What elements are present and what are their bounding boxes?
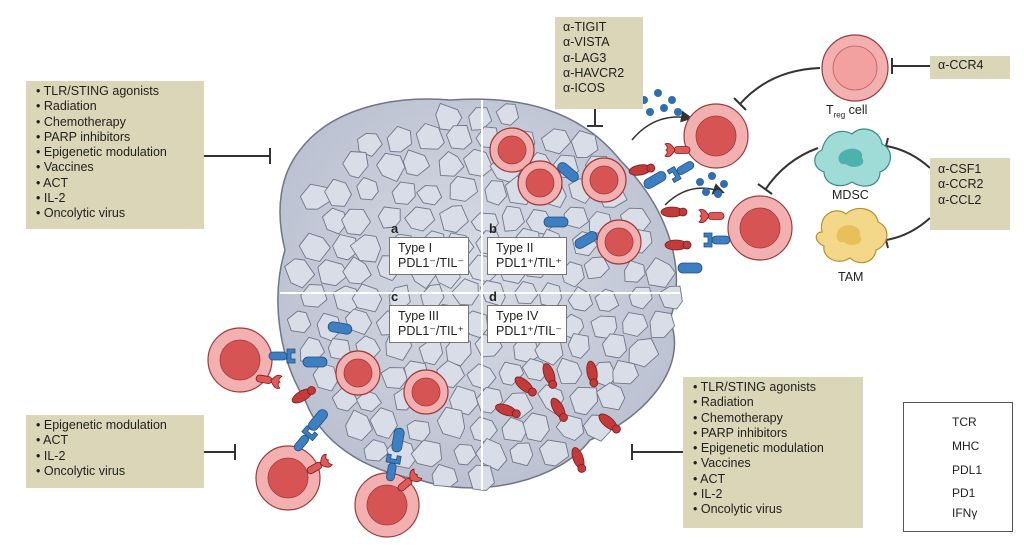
ccr4-box: α-CCR4	[930, 56, 1010, 79]
quadrant-c-type: Type III	[398, 309, 439, 323]
quadrant-b-marker: PDL1⁺/TIL⁺	[496, 256, 562, 270]
therapy-bottom-right-item: Chemotherapy	[693, 411, 863, 426]
therapy-bottom-right-item: Epigenetic modulation	[693, 441, 863, 456]
legend-pd1: PD1	[952, 486, 976, 500]
therapy-top-left-item: Chemotherapy	[36, 115, 204, 130]
ccr4-label: α-CCR4	[938, 58, 984, 72]
quadrant-d-marker: PDL1⁺/TIL⁻	[496, 324, 562, 338]
therapy-bottom-left-item: ACT	[36, 433, 204, 448]
legend-tcr: TCR	[952, 415, 977, 429]
checkpoint-item: α-VISTA	[563, 35, 610, 50]
checkpoint-item: α-ICOS	[563, 81, 605, 96]
quadrant-b-type: Type II	[496, 241, 534, 255]
therapy-box-bottom-left: Epigenetic modulationACTIL-2Oncolytic vi…	[26, 415, 204, 488]
quadrant-c-letter: c	[391, 289, 399, 304]
therapy-bottom-right-item: Vaccines	[693, 456, 863, 471]
myeloid-target-item: α-CSF1	[938, 162, 982, 176]
therapy-bottom-right-item: Oncolytic virus	[693, 502, 863, 517]
therapy-top-left-item: Vaccines	[36, 160, 204, 175]
checkpoint-item: α-HAVCR2	[563, 65, 625, 80]
myeloid-target-item: α-CCR2	[938, 177, 984, 192]
therapy-bottom-right-item: IL-2	[693, 487, 863, 502]
legend-mhc: MHC	[952, 439, 980, 453]
myeloid-target-item: α-CCL2	[938, 192, 982, 207]
therapy-bottom-right-item: Radiation	[693, 395, 863, 410]
therapy-bottom-left-item: Oncolytic virus	[36, 464, 204, 479]
legend-ifng: IFNγ	[952, 506, 978, 520]
therapy-bottom-right-item: PARP inhibitors	[693, 426, 863, 441]
ifng-arrow-1	[631, 110, 693, 141]
quadrant-a-marker: PDL1⁻/TIL⁻	[398, 256, 464, 270]
therapy-top-left-item: Oncolytic virus	[36, 206, 204, 221]
treg-cell	[821, 34, 889, 102]
therapy-top-left-item: Radiation	[36, 99, 204, 114]
mdsc-label: MDSC	[832, 188, 869, 202]
quadrant-a-letter: a	[391, 221, 399, 236]
therapy-top-left-item: Epigenetic modulation	[36, 145, 204, 160]
legend-pdl1: PDL1	[952, 463, 983, 477]
therapy-top-left-item: IL-2	[36, 191, 204, 206]
quadrant-a-type: Type I	[398, 241, 433, 255]
therapy-bottom-right-item: ACT	[693, 472, 863, 487]
therapy-top-left-item: PARP inhibitors	[36, 130, 204, 145]
treg-label: Treg cell	[826, 103, 868, 120]
therapy-top-left-item: TLR/STING agonists	[36, 84, 204, 99]
quadrant-c-marker: PDL1⁻/TIL⁺	[398, 324, 464, 338]
quadrant-b-label: Type II PDL1⁺/TIL⁺	[487, 237, 567, 275]
therapy-top-left-item: ACT	[36, 176, 204, 191]
therapy-bottom-right-item: TLR/STING agonists	[693, 380, 863, 395]
tam-label: TAM	[838, 270, 864, 284]
mdsc-cell	[814, 128, 891, 187]
quadrant-d-type: Type IV	[496, 309, 539, 323]
quadrant-d-label: Type IV PDL1⁺/TIL⁻	[487, 305, 567, 343]
therapy-box-top-left: TLR/STING agonistsRadiationChemotherapyP…	[26, 81, 204, 229]
therapy-bottom-left-item: IL-2	[36, 449, 204, 464]
tam-cell	[815, 207, 888, 264]
therapy-bottom-left-item: Epigenetic modulation	[36, 418, 204, 433]
quadrant-b-letter: b	[489, 221, 497, 236]
tumor-mass	[277, 98, 683, 492]
quadrant-c-label: Type III PDL1⁻/TIL⁺	[389, 305, 469, 343]
quadrant-d-letter: d	[489, 289, 497, 304]
ifng-arrow-2	[664, 183, 725, 206]
checkpoint-item: α-TIGIT	[563, 20, 607, 34]
therapy-box-bottom-right: TLR/STING agonistsRadiationChemotherapyP…	[683, 377, 863, 528]
checkpoint-item: α-LAG3	[563, 50, 607, 65]
quadrant-a-label: Type I PDL1⁻/TIL⁻	[389, 237, 469, 275]
legend: TCR MHC PDL1 PD1 IFNγ	[903, 402, 1013, 532]
